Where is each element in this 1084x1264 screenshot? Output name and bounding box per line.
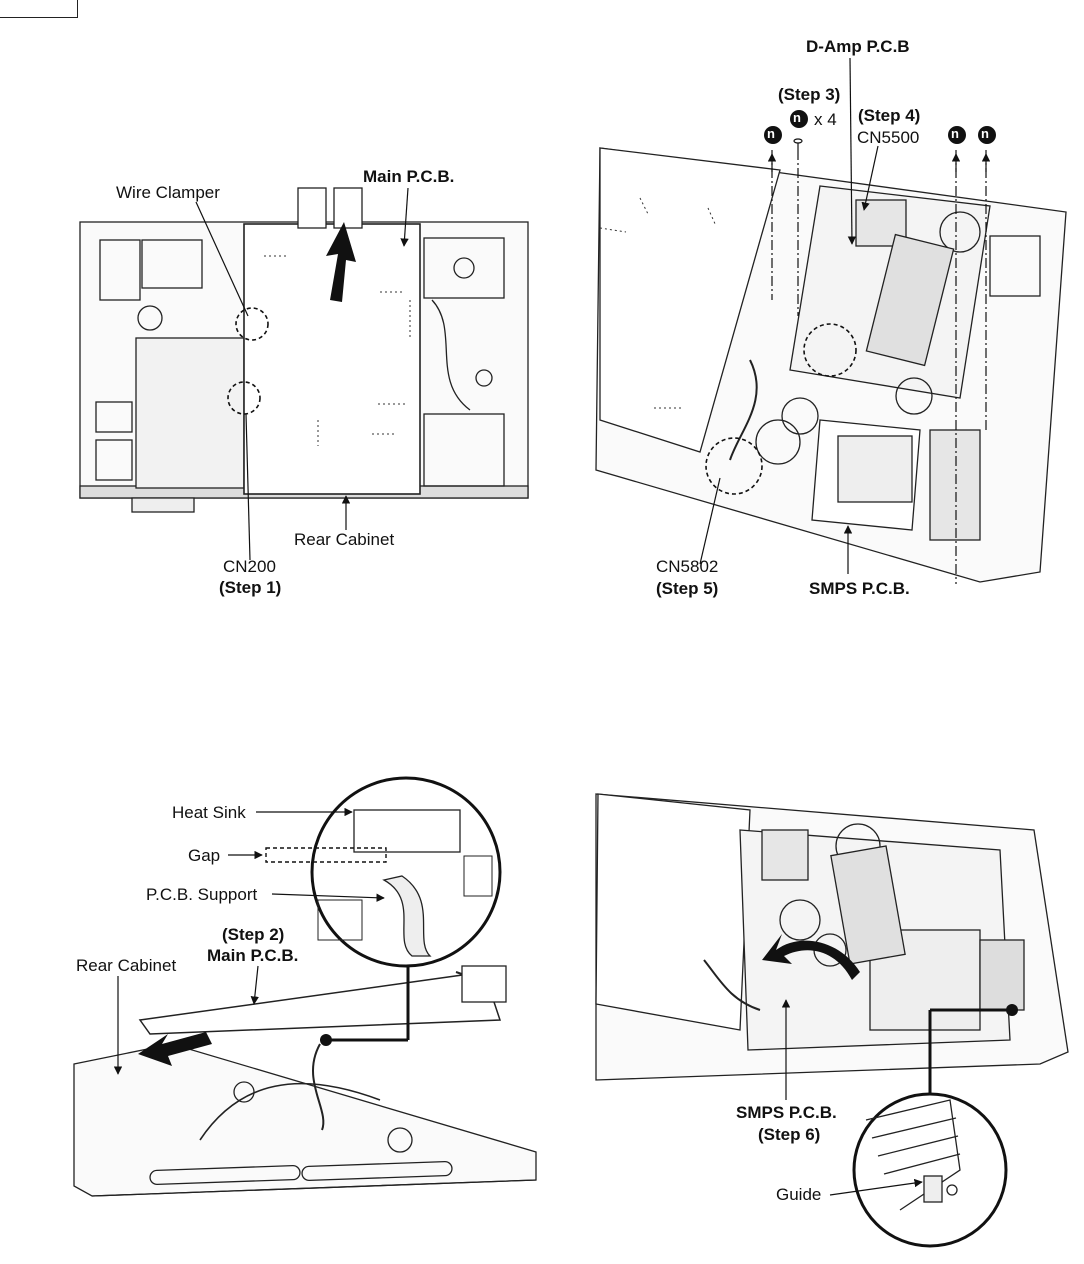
guide-label: Guide [776, 1185, 822, 1204]
smps-pcb-label-2: SMPS P.C.B. [736, 1103, 837, 1122]
guide-detail-magnifier [852, 1004, 1018, 1248]
rear-cabinet-label-2: Rear Cabinet [76, 956, 177, 975]
cn5500-label: CN5500 [857, 128, 920, 147]
screw-badge-letter: n [951, 126, 959, 141]
cn5802-label: CN5802 [656, 557, 719, 576]
screw-count-label: x 4 [814, 110, 837, 129]
damp-pcb-label: D-Amp P.C.B [806, 37, 910, 56]
screw-icon [793, 138, 803, 150]
cn5802-circle [705, 437, 763, 495]
screw-badge-letter: n [767, 126, 775, 141]
pcb-support-label: P.C.B. Support [146, 885, 258, 904]
wire-clamper-label: Wire Clamper [116, 183, 220, 202]
gap-label: Gap [188, 846, 221, 865]
step5-label: (Step 5) [656, 579, 719, 598]
screw-badge-icon [764, 126, 782, 144]
heat-sink-label: Heat Sink [172, 803, 246, 822]
screw-badge-icon [948, 126, 966, 144]
screw-badge-letter: n [793, 110, 801, 125]
main-pcb-label: Main P.C.B. [363, 167, 455, 186]
lift-arrow [326, 222, 356, 302]
step1-label: (Step 1) [219, 578, 282, 597]
figure1-chassis [79, 187, 529, 513]
rear-cabinet-label: Rear Cabinet [294, 530, 395, 549]
heatsink-detail-magnifier [265, 776, 502, 1046]
wire-clamper-circle [235, 307, 269, 341]
cn200-circle [227, 381, 261, 415]
screw-badge-icons [764, 110, 996, 144]
figure3-chassis [73, 965, 537, 1197]
step3-label: (Step 3) [778, 85, 841, 104]
step4-label: (Step 4) [858, 106, 921, 125]
figure2-chassis [595, 147, 1067, 583]
figure1-details [264, 255, 411, 446]
smps-pcb-label: SMPS P.C.B. [809, 579, 910, 598]
screw-badge-icon [790, 110, 808, 128]
step6-label: (Step 6) [758, 1125, 821, 1144]
cn5500-circle [803, 323, 857, 377]
pull-arrow [138, 1032, 212, 1066]
main-pcb-label-2: Main P.C.B. [207, 946, 299, 965]
figure4-chassis [595, 793, 1069, 1081]
cn200-label: CN200 [223, 557, 276, 576]
screw-badge-letter: n [981, 126, 989, 141]
screw-badge-icon [978, 126, 996, 144]
page-corner-tab [0, 0, 78, 18]
figure2-details [599, 197, 717, 409]
step2-label: (Step 2) [222, 925, 285, 944]
rotate-arrow [762, 934, 860, 980]
